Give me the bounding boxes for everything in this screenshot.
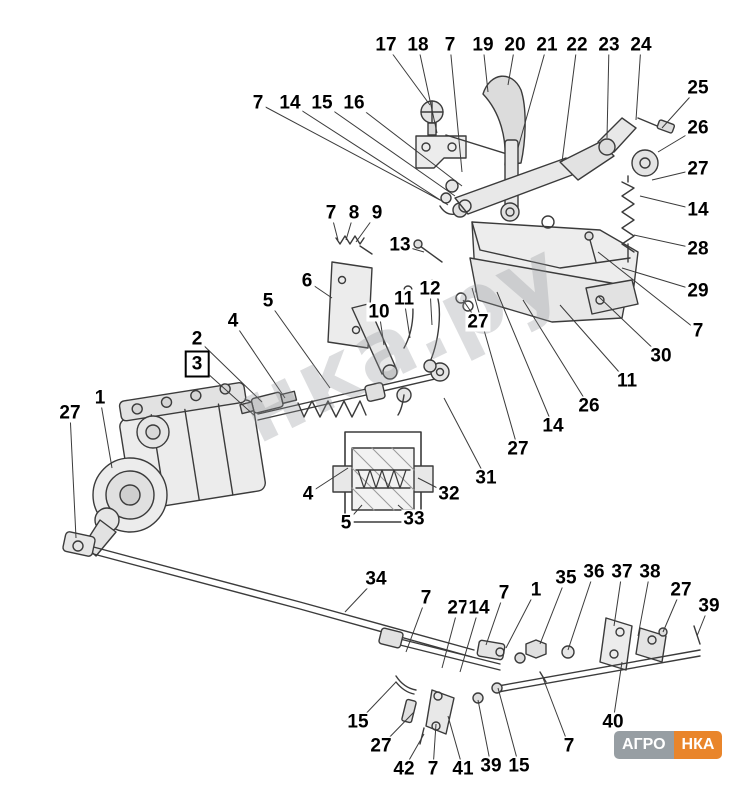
bracket-assembly (469, 202, 639, 323)
brand-logo: АГРО НКА (614, 731, 723, 759)
brand-logo-agro: АГРО (614, 731, 674, 759)
lever-links (351, 239, 474, 380)
pump-body (83, 382, 266, 557)
spring-detail-inset (332, 431, 434, 523)
fitting (239, 390, 298, 415)
brand-logo-nka: НКА (673, 731, 723, 759)
control-rod (257, 362, 450, 421)
upper-levers (454, 117, 676, 215)
main-spring (621, 175, 635, 263)
bellcrank (395, 671, 547, 745)
tie-rod (62, 531, 501, 671)
bottom-linkage (476, 617, 701, 693)
small-spring (335, 235, 373, 255)
